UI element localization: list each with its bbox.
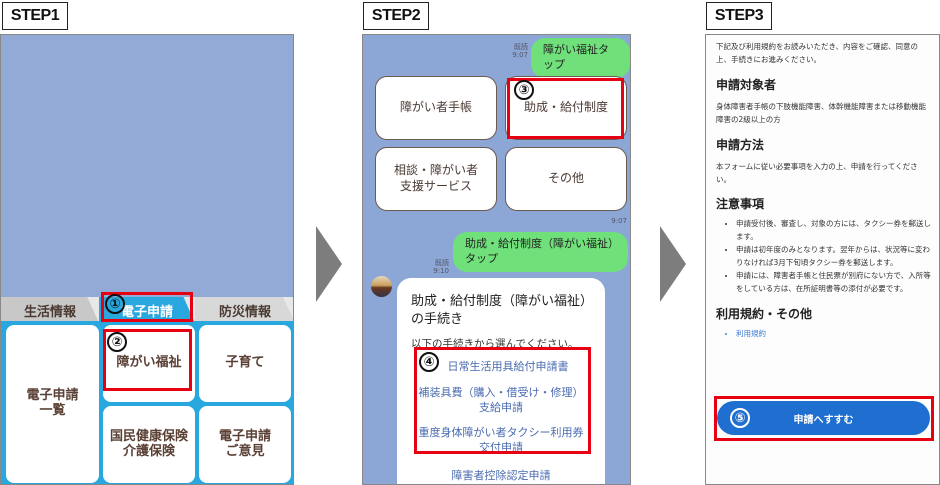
step3-form-screen: 下記及び利用規約をお読みいただき、内容をご確認、同意の上、手続きにお進みください… — [705, 34, 940, 485]
timestamp: 9:07 — [512, 51, 528, 60]
option-other[interactable]: その他 — [505, 147, 627, 211]
link-taxi-ticket[interactable]: 重度身体障がい者タクシー利用券 交付申請 — [418, 426, 584, 454]
heading-notes: 注意事項 — [716, 196, 765, 211]
highlight-2 — [103, 329, 192, 391]
read-receipt: 既読 — [514, 43, 528, 51]
highlight-3 — [507, 78, 624, 139]
link-deduction[interactable]: 障害者控除認定申請 — [451, 469, 551, 482]
user-message-1: 障がい福祉タップ — [531, 38, 630, 78]
eligibility-text: 身体障害者手帳の下肢機能障害、体幹機能障害または移動機能障害の2級以上の方 — [716, 102, 926, 125]
user-message-2: 助成・給付制度（障がい福祉）タップ — [453, 232, 628, 272]
tile-childcare[interactable]: 子育て — [199, 325, 291, 402]
link-daily-equipment[interactable]: 日常生活用具給付申請書 — [447, 360, 569, 373]
marker-3: ③ — [514, 80, 534, 100]
highlight-4 — [414, 347, 591, 454]
reply-card: 助成・給付制度（障がい福祉）の手続き 以下の手続きから選んでください。 日常生活… — [397, 278, 605, 484]
marker-5: ⑤ — [730, 408, 750, 428]
read-receipt: 既読 — [435, 259, 449, 267]
highlight-5 — [714, 396, 934, 441]
note-item: 申請には、障害者手帳と住民票が別府にない方で、入所等をしている方は、在所証明書等… — [736, 269, 931, 295]
highlight-1 — [101, 292, 193, 322]
heading-terms: 利用規約・その他 — [716, 306, 813, 321]
marker-2: ② — [107, 332, 127, 352]
step2-label: STEP2 — [363, 2, 429, 30]
step1-label: STEP1 — [2, 2, 68, 30]
buttons-timestamp: 9:07 — [611, 217, 627, 225]
note-item: 申請受付後、審査し、対象の方には、タクシー券を郵送します。 — [736, 217, 931, 243]
marker-4: ④ — [419, 352, 439, 372]
marker-1: ① — [105, 294, 125, 314]
tile-health-insurance[interactable]: 国民健康保険 介護保険 — [103, 406, 195, 483]
step3-label: STEP3 — [706, 2, 772, 30]
option-disability-handbook[interactable]: 障がい者手帳 — [375, 76, 497, 140]
method-text: 本フォームに従い必要事項を入力の上、申請を行ってください。 — [716, 161, 918, 184]
option-consultation[interactable]: 相談・障がい者 支援サービス — [375, 147, 497, 211]
bot-avatar — [371, 276, 392, 297]
intro-text: 下記及び利用規約をお読みいただき、内容をご確認、同意の上、手続きにお進みください… — [716, 42, 918, 65]
tile-opinion[interactable]: 電子申請 ご意見 — [199, 406, 291, 483]
heading-method: 申請方法 — [716, 137, 765, 152]
timestamp: 9:10 — [433, 267, 449, 276]
link-prosthetic[interactable]: 補装具費（購入・借受け・修理） 支給申請 — [418, 386, 584, 414]
note-item: 申請は初年度のみとなります。翌年からは、状況等に変わりなければ3月下旬頃タクシー… — [736, 243, 931, 269]
proceed-button[interactable]: 申請へすすむ — [717, 401, 930, 435]
card-title: 助成・給付制度（障がい福祉）の手続き — [411, 294, 594, 328]
tab-life-info[interactable]: 生活情報 — [1, 297, 99, 323]
tile-application-list[interactable]: 電子申請 一覧 — [6, 325, 99, 483]
next-arrow-icon — [660, 226, 686, 302]
tab-disaster-info[interactable]: 防災情報 — [195, 297, 293, 323]
next-arrow-icon — [316, 226, 342, 302]
step1-screen: 生活情報 電子申請 防災情報 電子申請 一覧 障がい福祉 子育て 国民健康保険 … — [0, 34, 294, 485]
terms-link[interactable]: 利用規約 — [736, 327, 931, 340]
heading-eligibility: 申請対象者 — [716, 78, 777, 93]
